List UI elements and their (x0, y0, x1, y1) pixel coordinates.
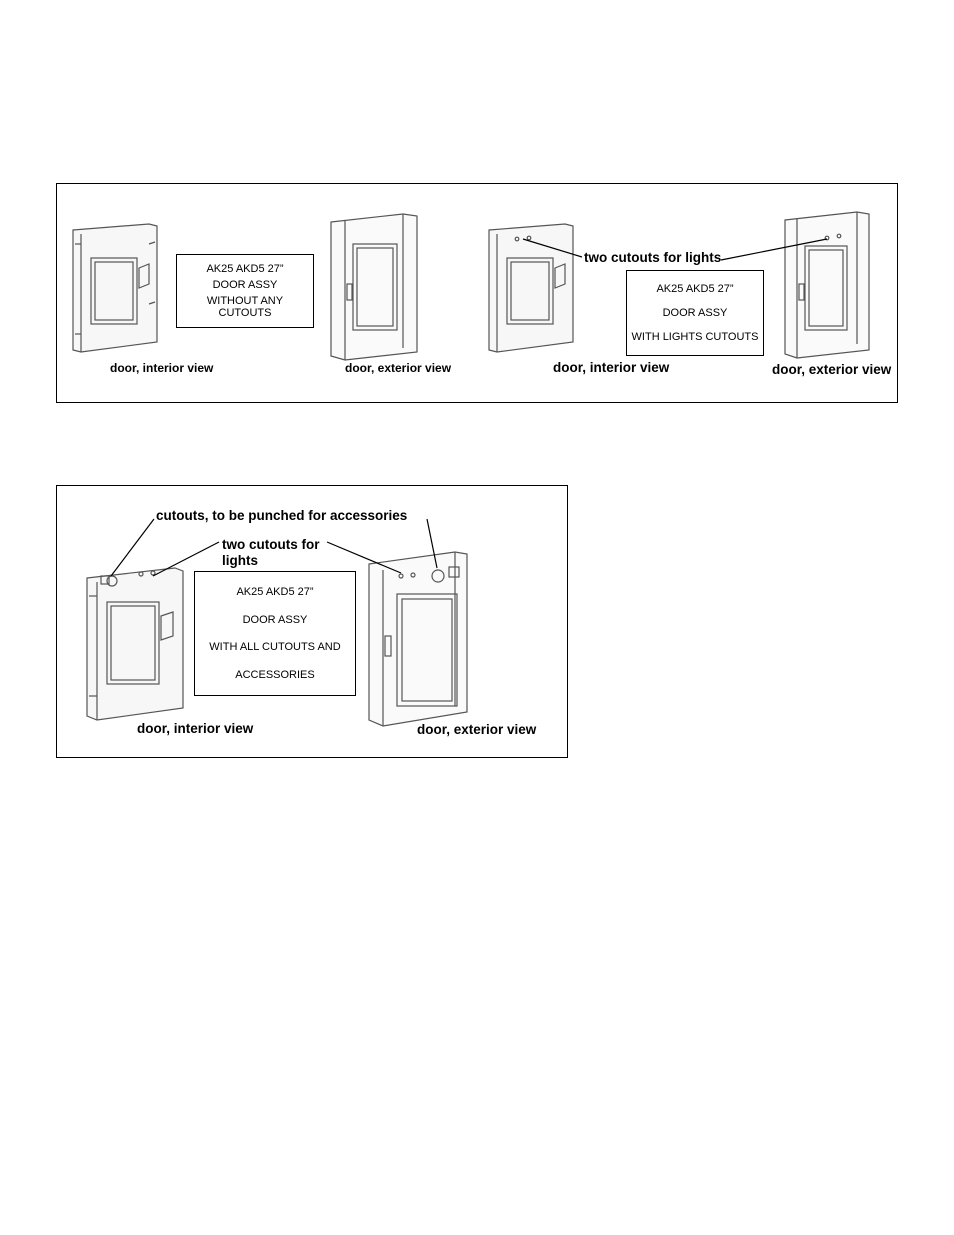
caption-interior-view: door, interior view (137, 721, 254, 736)
door-interior-with-lights-illustration (488, 223, 574, 353)
door-exterior-with-lights-illustration (784, 211, 870, 359)
diagram-panel-no-cutouts-and-light-cutouts: AK25 AKD5 27” DOOR ASSY WITHOUT ANY CUTO… (56, 183, 898, 403)
box-line: WITH ALL CUTOUTS AND (209, 641, 341, 654)
box-line: WITHOUT ANY CUTOUTS (206, 295, 284, 319)
door-interior-with-accessories-illustration (86, 567, 184, 721)
door-assy-all-cutouts-label-box: AK25 AKD5 27” DOOR ASSY WITH ALL CUTOUTS… (194, 571, 356, 696)
box-line: AK25 AKD5 27” (236, 585, 314, 598)
caption-interior-view: door, interior view (110, 361, 214, 375)
box-line: DOOR ASSY (212, 279, 278, 291)
caption-exterior-view: door, exterior view (772, 362, 892, 377)
diagram-panel-all-cutouts-and-accessories: AK25 AKD5 27” DOOR ASSY WITH ALL CUTOUTS… (56, 485, 568, 758)
callout-cutouts-for-accessories: cutouts, to be punched for accessories (156, 508, 408, 523)
box-line: DOOR ASSY (242, 613, 308, 626)
door-assy-lights-cutouts-label-box: AK25 AKD5 27” DOOR ASSY WITH LIGHTS CUTO… (626, 270, 764, 356)
callout-two-cutouts-for-lights-line1: two cutouts for (222, 537, 320, 552)
callout-two-cutouts-for-lights-line2: lights (222, 553, 258, 568)
door-exterior-illustration (330, 213, 418, 361)
callout-leader-lines (522, 238, 828, 261)
callout-leader-lines (110, 518, 438, 577)
box-line: AK25 AKD5 27” (656, 283, 734, 295)
box-line: ACCESSORIES (235, 669, 315, 682)
caption-exterior-view: door, exterior view (345, 361, 452, 375)
caption-exterior-view: door, exterior view (417, 722, 537, 737)
box-line: AK25 AKD5 27” (206, 263, 284, 275)
door-assy-no-cutouts-label-box: AK25 AKD5 27” DOOR ASSY WITHOUT ANY CUTO… (176, 254, 314, 328)
door-exterior-with-accessories-illustration (368, 551, 468, 727)
box-line: WITH LIGHTS CUTOUTS (631, 331, 759, 343)
callout-two-cutouts-for-lights: two cutouts for lights (584, 250, 722, 265)
box-line: DOOR ASSY (662, 307, 728, 319)
panel2-drawing (86, 518, 468, 727)
panel1-drawing (72, 211, 870, 361)
door-interior-illustration (72, 223, 158, 353)
caption-interior-view: door, interior view (553, 360, 670, 375)
